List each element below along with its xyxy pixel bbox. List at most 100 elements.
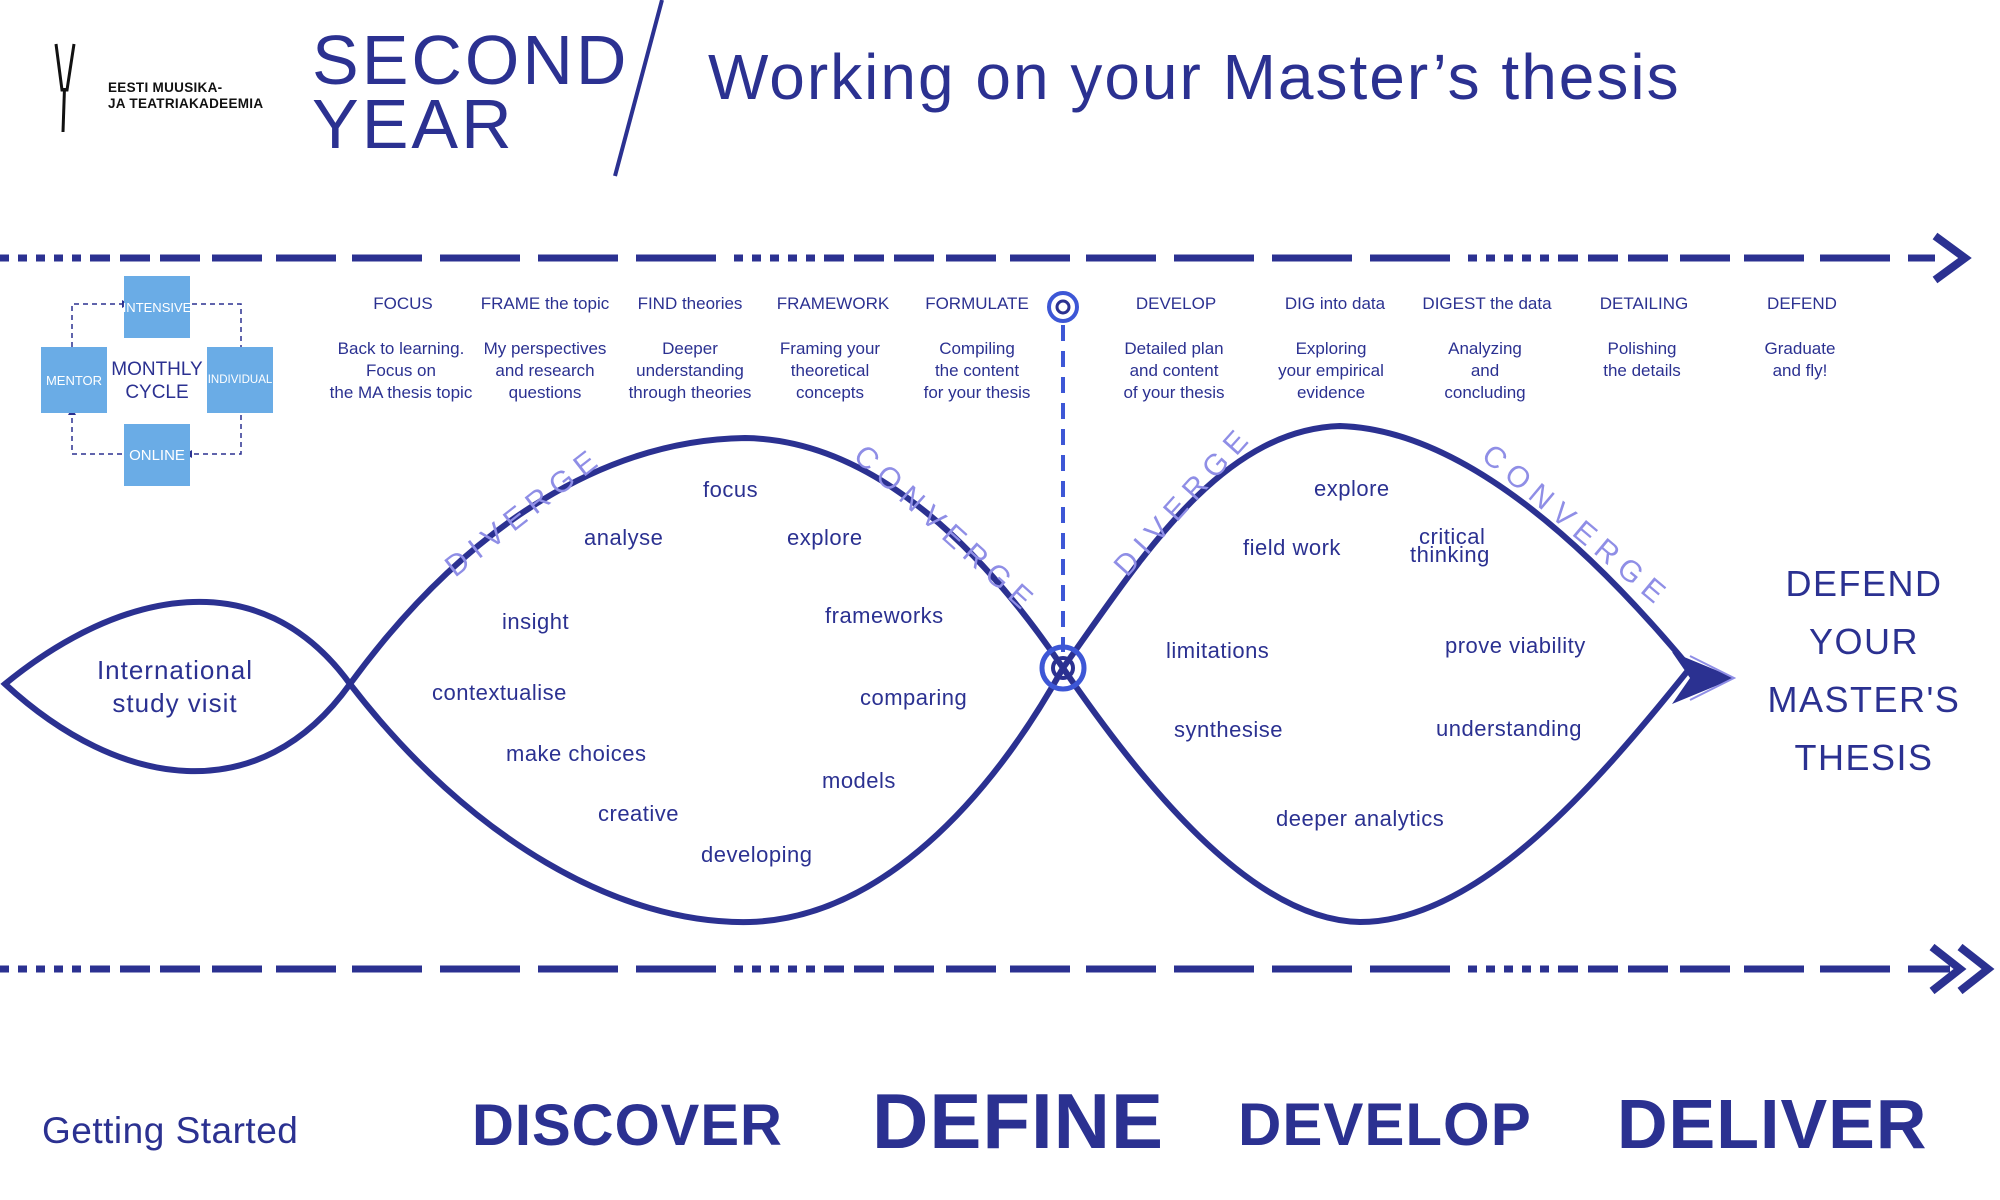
stage-title-find: FIND theories <box>637 294 743 313</box>
stage-desc-formulate: Compiling the content for your thesis <box>908 338 1046 404</box>
diamond2-diverge-label: DIVERGE <box>1108 419 1260 583</box>
stage-desc-line: Polishing <box>1607 339 1677 358</box>
target-top-inner <box>1055 299 1071 315</box>
stage-desc-line: Compiling <box>939 339 1015 358</box>
stage-desc-find: Deeper understanding through theories <box>618 338 762 404</box>
page-title: Working on your Master’s thesis <box>708 41 1681 113</box>
stage-desc-detailing: Polishing the details <box>1584 338 1700 382</box>
diamond2-arrow-outline <box>1689 655 1737 701</box>
stage-title-defend: DEFEND <box>1767 294 1837 313</box>
stage-desc-line: Exploring <box>1295 339 1367 358</box>
stage-title-frame: FRAME the topic <box>480 294 610 313</box>
bottom-arrow-head-1 <box>1929 943 1967 995</box>
diamond1-word: creative <box>598 801 680 826</box>
tuning-fork-logo-icon <box>54 43 76 133</box>
diamond1-top <box>347 434 1066 686</box>
diamond2-top <box>1060 422 1693 670</box>
diamond2-word: synthesise <box>1174 717 1283 742</box>
stage-desc-line: understanding <box>636 361 744 380</box>
stage-desc-line: Back to learning. <box>337 339 465 358</box>
phase-getting-started: Getting Started <box>42 1110 299 1151</box>
target-cross-outer <box>1039 644 1087 692</box>
stage-desc-defend: Graduate and fly! <box>1748 338 1852 382</box>
stage-desc-focus: Back to learning. Focus on the MA thesis… <box>318 338 484 404</box>
stage-desc-line: theoretical <box>790 361 870 380</box>
stage-desc-line: your empirical <box>1278 361 1384 380</box>
year-heading: SECOND YEAR <box>312 21 630 163</box>
stage-title-formulate: FORMULATE <box>925 294 1029 313</box>
logo-text: EESTI MUUSIKA- JA TEATRIAKADEEMIA <box>108 80 263 112</box>
phase-develop: DEVELOP <box>1238 1091 1532 1158</box>
diamond1-word: insight <box>502 609 570 634</box>
cycle-online: ONLINE <box>124 424 190 486</box>
cycle-mentor: MENTOR <box>41 347 107 413</box>
logo-line2: JA TEATRIAKADEEMIA <box>108 96 264 111</box>
bottom-arrow-head-2 <box>1957 943 1995 995</box>
diamond1-word: frameworks <box>825 603 944 628</box>
year-line2: YEAR <box>312 85 515 163</box>
phase-discover: DISCOVER <box>472 1093 783 1158</box>
stage-desc-line: Framing your <box>779 339 881 358</box>
stage-title-dig: DIG into data <box>1284 294 1386 313</box>
top-arrow-head <box>1932 232 1972 284</box>
stage-desc-line: Analyzing <box>1448 339 1522 358</box>
stage-desc-line: through theories <box>628 383 752 402</box>
year-line1: SECOND <box>312 21 630 99</box>
diamond1-word: contextualise <box>432 680 567 705</box>
defend-line: MASTER'S <box>1767 679 1961 720</box>
cycle-intensive: INTENSIVE <box>123 276 191 338</box>
stage-desc-line: Deeper <box>662 339 718 358</box>
diamond2-word: prove viability <box>1445 633 1586 658</box>
diamond2-word: understanding <box>1436 716 1582 741</box>
stage-desc-line: questions <box>508 383 582 402</box>
defend-thesis-label: DEFEND YOUR MASTER'S THESIS <box>1764 555 1964 787</box>
cycle-center-label: MONTHLY CYCLE <box>107 358 207 404</box>
stage-desc-line: of your thesis <box>1123 383 1225 402</box>
stage-desc-framework: Framing your theoretical concepts <box>768 338 892 404</box>
stage-desc-line: and research <box>495 361 595 380</box>
target-cross-inner <box>1051 656 1075 680</box>
stage-title-framework: FRAMEWORK <box>776 294 890 313</box>
diamond1-word: models <box>822 768 896 793</box>
cycle-connectors <box>71 303 242 455</box>
stage-desc-line: concepts <box>795 383 865 402</box>
diamond2-word: field work <box>1243 535 1341 560</box>
stage-desc-line: and <box>1470 361 1500 380</box>
diamond2-word: deeper analytics <box>1276 806 1445 831</box>
cycle-center-line2: CYCLE <box>125 382 189 403</box>
phase-deliver: DELIVER <box>1617 1085 1928 1163</box>
diamond1-word: comparing <box>860 685 968 710</box>
diamond2-converge-label: CONVERGE <box>1476 438 1678 615</box>
stage-desc-line: Detailed plan <box>1124 339 1224 358</box>
defend-line: DEFEND <box>1785 563 1943 604</box>
intl-line1: International <box>96 655 254 685</box>
diamond1-word: make choices <box>506 741 647 766</box>
diamond2-word: critical <box>1419 524 1486 549</box>
diamond1-word: developing <box>701 842 813 867</box>
diamond1-converge-label: CONVERGE <box>847 439 1044 621</box>
stage-desc-digest: Analyzing and concluding <box>1424 338 1546 404</box>
defend-line: YOUR <box>1808 621 1919 662</box>
diamond1-word: explore <box>787 525 863 550</box>
stage-desc-line: for your thesis <box>923 383 1031 402</box>
intl-line2: study visit <box>112 688 238 718</box>
diamond2-arrow-fill <box>1672 652 1735 704</box>
target-top-outer <box>1047 291 1079 323</box>
stage-title-digest: DIGEST the data <box>1422 294 1552 313</box>
stage-desc-line: and content <box>1129 361 1219 380</box>
diamond2-word: limitations <box>1166 638 1270 663</box>
defend-line: THESIS <box>1794 737 1934 778</box>
stage-desc-line: the content <box>934 361 1020 380</box>
diamond1-bottom <box>347 666 1066 926</box>
diamond1-diverge-label: DIVERGE <box>439 440 610 584</box>
diamond2-word: explore <box>1314 476 1390 501</box>
cycle-center-line1: MONTHLY <box>111 359 203 380</box>
logo-line1: EESTI MUUSIKA- <box>108 80 223 95</box>
cycle-individual: INDIVIDUAL <box>207 347 273 413</box>
intl-study-visit-label: International study visit <box>80 654 270 720</box>
stage-desc-line: and fly! <box>1772 361 1828 380</box>
stage-desc-frame: My perspectives and research questions <box>470 338 620 404</box>
stage-desc-line: evidence <box>1296 383 1366 402</box>
